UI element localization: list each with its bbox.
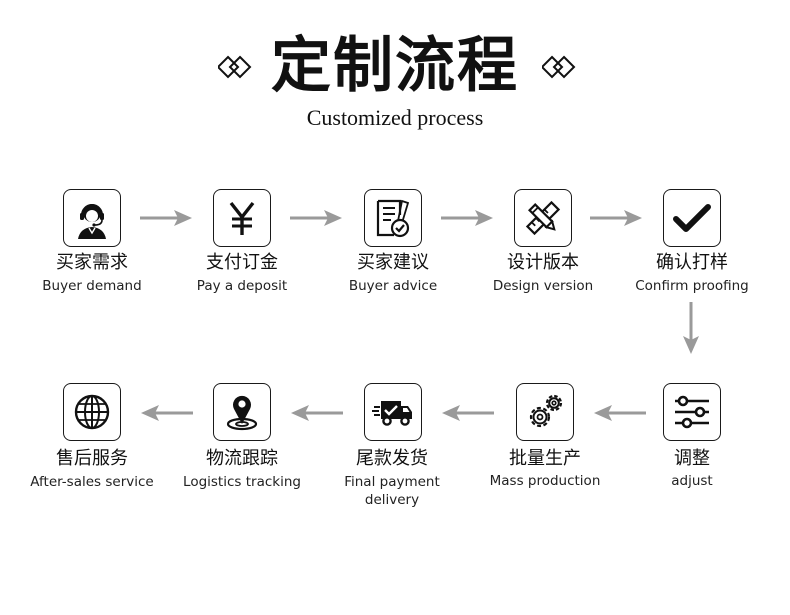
step-title-cn: 批量生产 — [509, 448, 581, 469]
step-buyer-demand: 买家需求 Buyer demand — [17, 189, 167, 299]
step-after-sales-service: 售后服务 After-sales service — [17, 383, 167, 493]
step-title-en: Confirm proofing — [635, 278, 749, 294]
step-logistics-tracking: 物流跟踪 Logistics tracking — [167, 383, 317, 493]
step-icon-box — [663, 383, 721, 441]
step-title-cn: 买家需求 — [56, 252, 128, 273]
ruler-pencil-icon — [525, 200, 561, 236]
arrow-right-icon — [590, 210, 642, 226]
step-title-cn: 售后服务 — [56, 448, 128, 469]
yen-icon — [229, 201, 255, 235]
step-icon-box — [364, 383, 422, 441]
step-title-en: Buyer advice — [348, 278, 438, 294]
step-icon-box — [663, 189, 721, 247]
arrow-left-icon — [594, 405, 646, 421]
step-icon-box — [364, 189, 422, 247]
gears-icon — [529, 394, 563, 428]
delivery-truck-icon — [372, 401, 412, 426]
step-title-en: Pay a deposit — [196, 278, 288, 294]
step-adjust: 调整 adjust — [617, 383, 767, 493]
diamond-ornament-left-icon — [218, 55, 252, 79]
arrow-right-icon — [290, 210, 342, 226]
step-title-en: Final payment delivery — [344, 474, 440, 508]
step-title-en: Mass production — [489, 473, 601, 489]
diamond-ornament-right-icon — [542, 55, 576, 79]
step-title-en: After-sales service — [30, 474, 154, 490]
step-title-en: Logistics tracking — [183, 474, 301, 490]
arrow-right-icon — [441, 210, 493, 226]
globe-icon — [74, 394, 110, 430]
step-title-cn: 支付订金 — [206, 252, 278, 273]
arrow-left-icon — [291, 405, 343, 421]
step-title-en: adjust — [671, 473, 713, 489]
step-title-en: Buyer demand — [42, 278, 142, 294]
step-icon-box — [213, 189, 271, 247]
step-confirm-proofing: 确认打样 Confirm proofing — [617, 189, 767, 299]
step-title-cn: 买家建议 — [357, 252, 429, 273]
arrow-down-icon — [683, 302, 699, 354]
step-icon-box — [63, 189, 121, 247]
step-icon-box — [213, 383, 271, 441]
arrow-left-icon — [141, 405, 193, 421]
arrow-left-icon — [442, 405, 494, 421]
step-design-version: 设计版本 Design version — [468, 189, 618, 299]
page-subtitle: Customized process — [306, 105, 484, 130]
step-icon-box — [514, 189, 572, 247]
document-check-icon — [376, 199, 410, 238]
step-icon-box — [516, 383, 574, 441]
step-title-cn: 确认打样 — [656, 252, 728, 273]
page-title: 定制流程 — [271, 31, 519, 101]
step-title-cn: 尾款发货 — [356, 448, 428, 469]
step-mass-production: 批量生产 Mass production — [470, 383, 620, 493]
customer-service-icon — [78, 204, 106, 239]
location-pin-icon — [226, 395, 258, 431]
step-pay-deposit: 支付订金 Pay a deposit — [167, 189, 317, 299]
arrow-right-icon — [140, 210, 192, 226]
step-buyer-advice: 买家建议 Buyer advice — [318, 189, 468, 299]
sliders-icon — [675, 395, 709, 429]
step-title-cn: 调整 — [674, 448, 710, 469]
step-final-payment-delivery: 尾款发货 Final payment delivery — [317, 383, 467, 508]
checkmark-icon — [673, 204, 711, 232]
step-title-cn: 设计版本 — [507, 252, 579, 273]
step-title-en: Design version — [492, 278, 594, 294]
step-icon-box — [63, 383, 121, 441]
step-title-cn: 物流跟踪 — [206, 448, 278, 469]
